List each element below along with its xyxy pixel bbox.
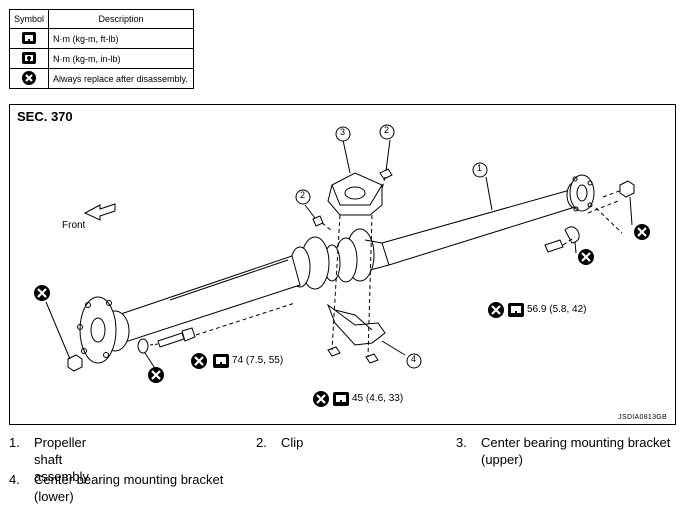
callout-4-label: 4 (411, 354, 417, 364)
always-replace-icon (311, 389, 331, 409)
list-item-text-continued: (upper) (481, 452, 523, 467)
always-replace-icon (576, 247, 596, 267)
section-number: SEC. 370 (17, 109, 73, 124)
figure-code: JSDIA0813GB (618, 414, 667, 421)
torque-wrench-icon (22, 31, 36, 44)
list-item-number: 2. (256, 435, 267, 450)
legend-header-symbol: Symbol (9, 9, 49, 29)
list-item-text: Center bearing mounting bracket (34, 472, 224, 487)
list-item-text: Clip (281, 435, 304, 450)
legend-symbol-cell (9, 68, 49, 89)
list-item-number: 4. (9, 472, 20, 487)
legend-description: Always replace after disassembly. (48, 68, 194, 89)
list-item-text-continued: (lower) (34, 489, 74, 504)
torque-wrench-small-icon (22, 51, 36, 64)
callout-2-label: 2 (300, 190, 306, 200)
torque-wrench-icon (333, 392, 349, 406)
torque-wrench-icon (213, 354, 229, 368)
front-bolt-torque: 74 (7.5, 55) (232, 355, 284, 366)
front-arrow-icon (83, 203, 116, 221)
always-replace-icon (632, 222, 652, 242)
legend-symbol-cell (9, 48, 49, 69)
always-replace-icon (22, 70, 36, 85)
always-replace-icon (32, 283, 52, 303)
diagram-drawing (32, 124, 652, 409)
list-item-text: Center bearing mounting bracket (481, 435, 671, 450)
legend-description: N·m (kg-m, in-lb) (48, 48, 194, 69)
callout-1-label: 1 (477, 163, 483, 173)
front-label: Front (62, 220, 86, 231)
legend-description: N·m (kg-m, ft-lb) (48, 28, 194, 49)
always-replace-icon (146, 365, 166, 385)
rear-bolt-torque: 56.9 (5.8, 42) (527, 304, 587, 315)
bracket-nut-torque: 45 (4.6, 33) (352, 393, 404, 404)
propeller-shaft-diagram: SEC. 370 Front 1 2 2 3 4 74 (7.5, 55) 56… (9, 104, 676, 425)
list-item-text: Propeller shaft assembly (34, 435, 89, 484)
torque-wrench-icon (508, 303, 524, 317)
callout-2-label: 2 (384, 125, 390, 135)
always-replace-icon (189, 351, 209, 371)
legend-symbol-cell (9, 28, 49, 49)
symbol-legend-table: Symbol Description N·m (kg-m, ft-lb) N·m… (9, 9, 194, 89)
always-replace-icon (486, 300, 506, 320)
callout-3-label: 3 (340, 127, 346, 137)
legend-header-description: Description (48, 9, 194, 29)
list-item-number: 1. (9, 435, 20, 450)
list-item-number: 3. (456, 435, 467, 450)
